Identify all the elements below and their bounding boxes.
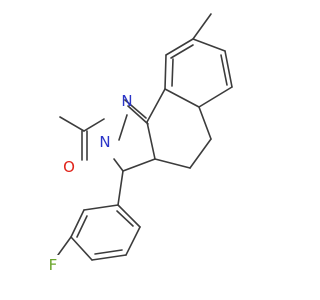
bond-ph-3 (70, 236, 93, 261)
bond-ph-1 (83, 204, 119, 211)
bond-c3-n2 (113, 158, 124, 172)
bond-c5a-c6 (198, 86, 233, 108)
bond-c6-c7 (224, 50, 233, 88)
bond-c3-ph (117, 170, 124, 206)
molecule-structure: N N O F (48, 13, 233, 274)
bond-n1-c9b-a (127, 105, 149, 125)
bond-inner-c8-c9 (170, 44, 194, 59)
bond-c3a-c3 (122, 158, 156, 172)
bond-ph-inner-1 (76, 215, 88, 238)
bond-inner-c9-c9a (171, 58, 174, 87)
bond-n1-c9b-b (124, 99, 147, 119)
atom-label-f: F (49, 256, 58, 274)
bond-c4-c5 (189, 138, 212, 169)
bond-c9-c9a (164, 54, 167, 90)
bond-c9b-c3a (146, 121, 156, 160)
atom-label-n1: N (121, 92, 132, 110)
bond-f (57, 236, 72, 256)
bond-ph-6 (117, 204, 141, 228)
bond-ph-inner-3 (116, 210, 134, 227)
bond-c3a-c4 (154, 158, 191, 169)
bond-n2-n1 (118, 114, 128, 141)
bond-methyl-c8 (192, 13, 212, 40)
bond-ph-inner-2 (94, 249, 123, 255)
bond-ph-5 (125, 226, 141, 256)
bond-c7-c8 (192, 38, 226, 52)
atom-label-o: O (63, 158, 75, 176)
bond-c9a-c9b (146, 88, 166, 123)
bond-methyl-carbonyl (59, 116, 85, 132)
bond-c8-c9 (165, 38, 194, 56)
bond-ph-4 (91, 254, 127, 261)
structure-canvas: N N O F (48, 13, 233, 274)
bond-carbonyl-n2 (83, 118, 105, 132)
bond-c5a-c9a (164, 88, 200, 108)
bond-inner-c6-c7 (220, 54, 228, 86)
bond-ph-2 (70, 209, 85, 238)
bond-c5-c5a (198, 106, 212, 140)
atom-label-n2: N (99, 133, 110, 151)
